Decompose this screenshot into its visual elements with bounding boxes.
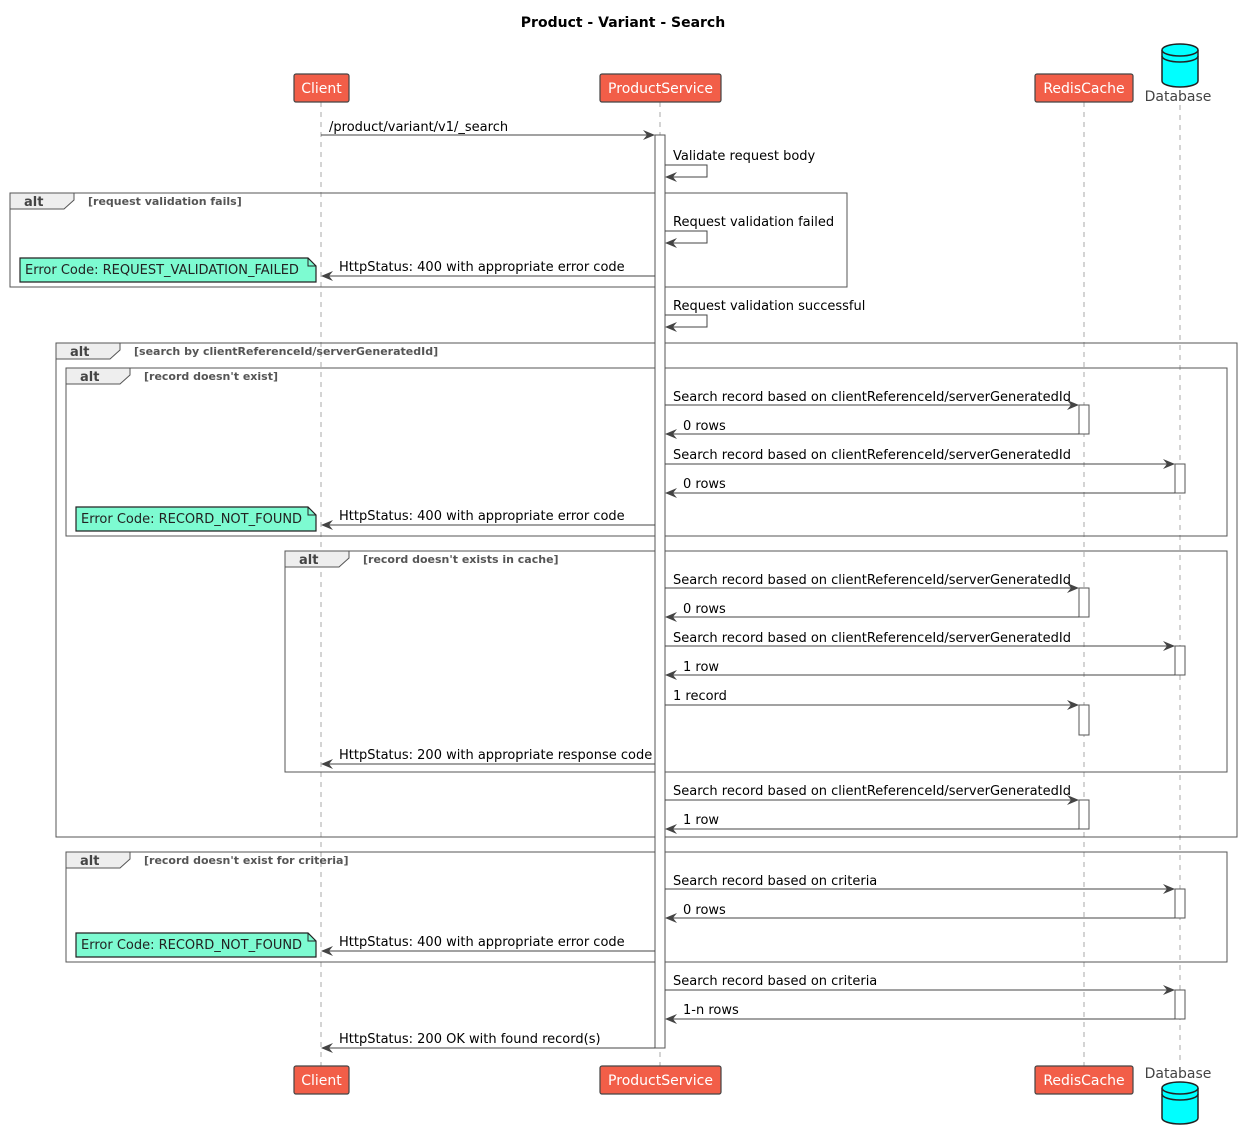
alt-condition: [search by clientReferenceId/serverGener… [134, 345, 438, 358]
note: Error Code: RECORD_NOT_FOUND [75, 506, 317, 532]
participant-label: Database [1145, 89, 1212, 105]
self-message-arrow [665, 164, 708, 182]
alt-fragment: alt [request validation fails] [9, 192, 848, 288]
diagram-title: Product - Variant - Search [521, 15, 725, 31]
message-label: Search record based on clientReferenceId… [673, 631, 1071, 646]
message-label: Search record based on clientReferenceId… [673, 573, 1071, 588]
message-label: 1 row [683, 813, 719, 828]
message-label: 1 record [673, 689, 727, 704]
participant-client: Client [293, 1065, 350, 1095]
message-label: 0 rows [683, 477, 726, 492]
message-label: /product/variant/v1/_search [329, 120, 508, 135]
rediscache-activation [1078, 704, 1090, 736]
message-label: Search record based on clientReferenceId… [673, 448, 1071, 463]
participant-label: Client [301, 81, 342, 97]
participant-productservice: ProductService [599, 1065, 722, 1095]
note-text: Error Code: RECORD_NOT_FOUND [81, 938, 302, 953]
message-label: HttpStatus: 400 with appropriate error c… [339, 509, 625, 524]
database-activation [1174, 888, 1186, 919]
alt-label: alt [80, 854, 99, 869]
alt-condition: [record doesn't exist for criteria] [144, 854, 348, 867]
message-label: Search record based on clientReferenceId… [673, 784, 1071, 799]
alt-fragment: alt [record doesn't exists in cache] [284, 550, 1228, 773]
rediscache-activation [1078, 404, 1090, 435]
alt-condition: [record doesn't exists in cache] [363, 553, 559, 566]
alt-label: alt [299, 553, 318, 568]
participant-label: RedisCache [1043, 1073, 1124, 1089]
rediscache-activation [1078, 587, 1090, 618]
participant-label: RedisCache [1043, 81, 1124, 97]
note: Error Code: REQUEST_VALIDATION_FAILED [19, 257, 317, 283]
note-text: Error Code: REQUEST_VALIDATION_FAILED [25, 263, 299, 278]
alt-fragment: alt [search by clientReferenceId/serverG… [55, 342, 1238, 838]
alt-condition: [record doesn't exist] [144, 370, 278, 383]
message-label: HttpStatus: 200 with appropriate respons… [339, 748, 652, 763]
message-label: Validate request body [673, 149, 816, 164]
participant-label: Client [301, 1073, 342, 1089]
alt-condition: [request validation fails] [88, 195, 242, 208]
message-label: Search record based on criteria [673, 874, 877, 889]
database-activation [1174, 645, 1186, 676]
productservice-activation [654, 134, 666, 1049]
message-label: Search record based on criteria [673, 974, 877, 989]
note-text: Error Code: RECORD_NOT_FOUND [81, 512, 302, 527]
message-label: HttpStatus: 200 OK with found record(s) [339, 1032, 601, 1047]
participant-client: Client [293, 73, 350, 103]
participant-label: Database [1145, 1066, 1212, 1082]
database-icon [1161, 1081, 1199, 1125]
participant-database: Database [1145, 43, 1212, 105]
activation-bars [654, 134, 1186, 1049]
participant-rediscache: RedisCache [1034, 73, 1134, 103]
alt-label: alt [24, 195, 43, 210]
note: Error Code: RECORD_NOT_FOUND [75, 932, 317, 958]
message-label: Search record based on clientReferenceId… [673, 390, 1071, 405]
alt-fragment: alt [record doesn't exist] [65, 367, 1228, 537]
message-label: Request validation failed [673, 215, 834, 230]
message-label: HttpStatus: 400 with appropriate error c… [339, 935, 625, 950]
database-icon [1161, 43, 1199, 88]
self-message-arrow [665, 230, 708, 248]
alt-label: alt [80, 370, 99, 385]
message-label: 0 rows [683, 419, 726, 434]
self-message-arrow [665, 314, 708, 332]
message-label: HttpStatus: 400 with appropriate error c… [339, 260, 625, 275]
message-label: 0 rows [683, 602, 726, 617]
database-activation [1174, 463, 1186, 494]
database-activation [1174, 989, 1186, 1020]
participant-rediscache: RedisCache [1034, 1065, 1134, 1095]
alt-fragment: alt [record doesn't exist for criteria] [65, 851, 1228, 963]
participant-productservice: ProductService [599, 73, 722, 103]
message-label: 1 row [683, 660, 719, 675]
participant-database: Database [1145, 1066, 1212, 1125]
message-label: 0 rows [683, 903, 726, 918]
message-label: 1-n rows [683, 1003, 739, 1018]
messages [321, 130, 1175, 1053]
participant-label: ProductService [608, 1073, 713, 1089]
alt-label: alt [70, 345, 89, 360]
participant-label: ProductService [608, 81, 713, 97]
message-labels: /product/variant/v1/_search Validate req… [329, 120, 1071, 1047]
message-label: Request validation successful [673, 299, 865, 314]
rediscache-activation [1078, 799, 1090, 830]
